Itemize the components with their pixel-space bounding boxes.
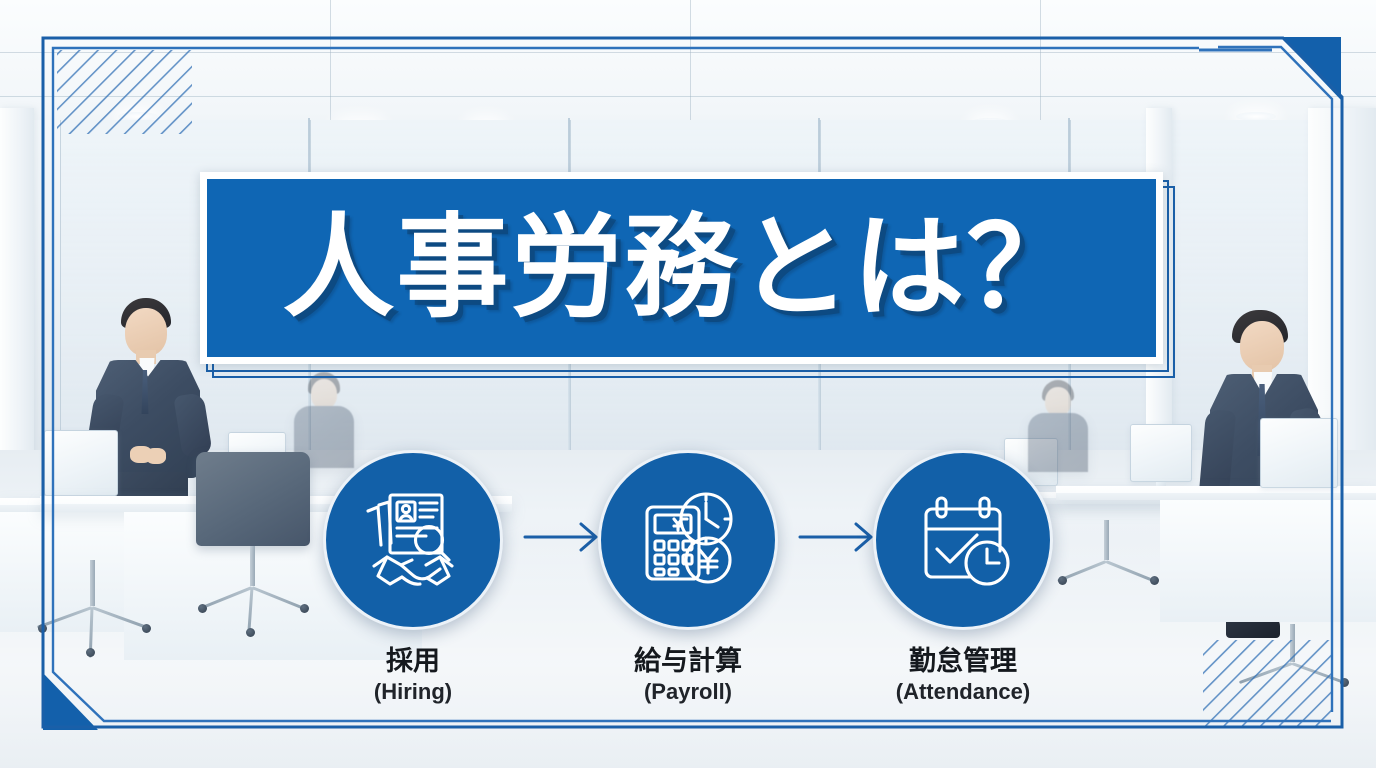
head	[1045, 387, 1071, 416]
ceiling-seam	[0, 96, 1376, 97]
ceiling-seam	[0, 52, 1376, 53]
hiring-label-en: (Hiring)	[373, 679, 453, 705]
arrow-payroll-to-attendance	[798, 522, 873, 552]
payroll-icon-circle[interactable]	[598, 450, 778, 630]
payroll-label-ja: 給与計算	[634, 646, 742, 677]
calculator-yen-clock-icon	[645, 492, 733, 584]
flow-step-hiring[interactable]: 採用 (Hiring)	[318, 450, 508, 705]
calendar-check-clock-icon	[924, 496, 1010, 586]
attendance-label-en: (Attendance)	[895, 679, 1031, 705]
ceiling-seam	[1040, 0, 1041, 120]
ceiling-seam	[690, 0, 691, 120]
hiring-icon-circle[interactable]	[323, 450, 503, 630]
title-banner: 人事労務とは？	[200, 172, 1163, 364]
arrow-hiring-to-payroll	[523, 522, 598, 552]
chair-caster	[1340, 678, 1349, 687]
resume-magnifier-handshake-icon	[366, 493, 454, 586]
attendance-label-ja: 勤怠管理	[909, 646, 1017, 677]
process-flow: 採用 (Hiring)	[0, 450, 1376, 720]
ceiling-seam	[330, 0, 331, 120]
page-title: 人事労務とは？	[282, 203, 1081, 333]
head	[311, 379, 337, 409]
attendance-icon-circle[interactable]	[873, 450, 1053, 630]
wall-column	[0, 108, 34, 468]
flow-step-payroll[interactable]: 給与計算 (Payroll)	[593, 450, 783, 705]
flow-step-attendance[interactable]: 勤怠管理 (Attendance)	[868, 450, 1058, 705]
payroll-label-en: (Payroll)	[643, 679, 733, 705]
head	[125, 308, 167, 356]
hiring-label-ja: 採用	[386, 646, 440, 677]
head	[1240, 321, 1284, 371]
